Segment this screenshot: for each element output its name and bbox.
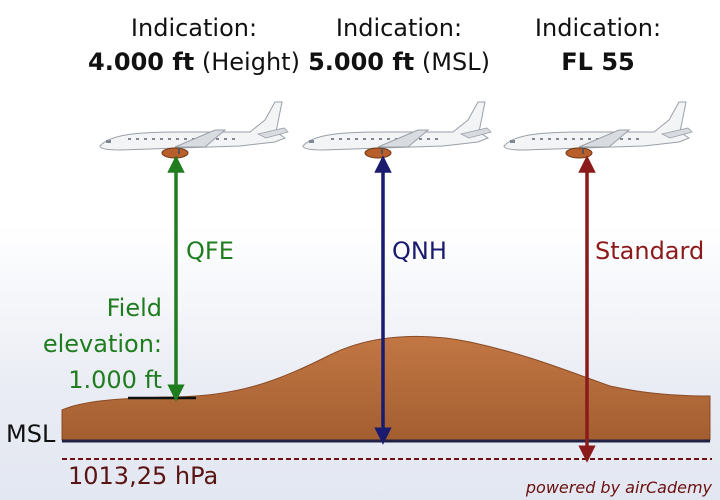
field-elevation-line2: elevation:	[42, 330, 162, 358]
standard-label: Standard	[595, 237, 705, 265]
qnh-label: QNH	[392, 237, 447, 265]
indication-value-bold: 4.000 ft	[88, 48, 195, 76]
field-elevation-value: 1.000 ft	[68, 366, 162, 394]
indication-value-bold: FL 55	[561, 48, 635, 76]
indication-value-qnh: 5.000 ft (MSL)	[308, 48, 490, 76]
airplane-icon	[99, 101, 289, 159]
airplane-icon	[302, 101, 492, 159]
indication-heading-standard: Indication:	[534, 14, 662, 42]
airplane-icon	[503, 101, 693, 159]
standard-pressure-label: 1013,25 hPa	[68, 462, 219, 490]
msl-label: MSL	[6, 420, 56, 448]
qfe-label: QFE	[186, 237, 234, 265]
indication-value-bold: 5.000 ft	[308, 48, 415, 76]
indication-value-standard: FL 55	[561, 48, 634, 76]
indication-value-suffix: (Height)	[194, 48, 300, 76]
indication-heading-qfe: Indication:	[130, 14, 258, 42]
credit-text: powered by airCademy	[525, 478, 712, 497]
field-elevation-line1: Field	[106, 294, 162, 322]
indication-heading-qnh: Indication:	[335, 14, 463, 42]
indication-value-suffix: (MSL)	[414, 48, 490, 76]
indication-value-qfe: 4.000 ft (Height)	[88, 48, 300, 76]
